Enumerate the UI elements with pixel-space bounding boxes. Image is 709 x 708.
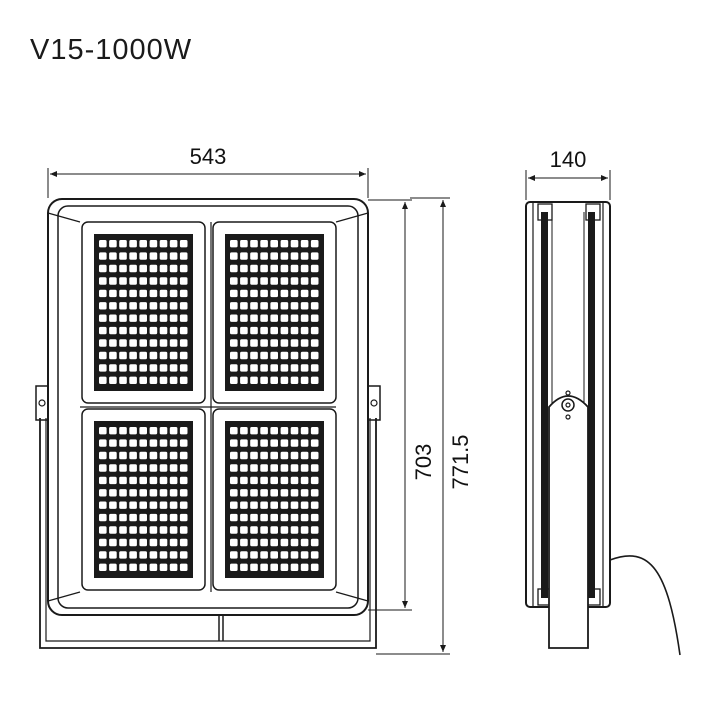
pivot-left [35,385,49,421]
side-bracket [548,395,589,649]
led-module [212,408,337,591]
side-fin-right [588,212,595,598]
side-fin-left [541,212,548,598]
led-module [81,221,206,404]
dim-depth-label: 140 [550,147,587,172]
side-view [525,201,681,656]
dim-body-height-label: 703 [411,444,436,481]
mounting-bracket [39,418,377,649]
led-module [212,221,337,404]
side-pivot [561,398,575,412]
power-cable [609,555,681,656]
dim-total-height-label: 771.5 [448,434,473,489]
front-view [35,198,381,649]
led-module [81,408,206,591]
pivot-right [367,385,381,421]
model-title: V15-1000W [30,34,193,66]
front-housing-inner [57,205,359,609]
dim-width-label: 543 [190,144,227,169]
dimension-lines [47,168,611,655]
